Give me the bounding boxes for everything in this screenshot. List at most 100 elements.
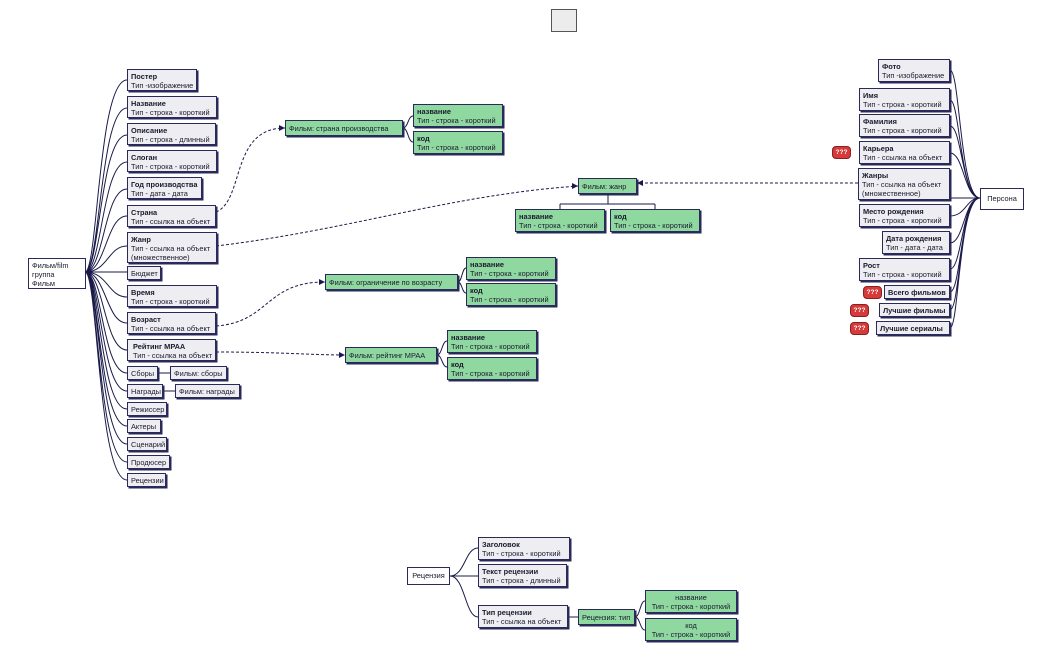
person-field-best-series[interactable]: Лучшие сериалы (876, 321, 950, 335)
person-field-career[interactable]: Карьера Тип - ссылка на объект (859, 141, 950, 164)
film-field-producer[interactable]: Продюсер (127, 455, 170, 469)
person-root[interactable]: Персона (980, 188, 1024, 210)
age-link (215, 281, 326, 327)
field-name: Карьера (863, 144, 894, 153)
person-field-total-films[interactable]: Всего фильмов (884, 285, 950, 299)
field-type: Тип - строка - короткий (417, 116, 496, 125)
country-arrow (279, 125, 285, 131)
film-field-title[interactable]: Название Тип - строка - короткий (127, 96, 217, 118)
field-name: код (685, 621, 697, 630)
age-node[interactable]: Фильм: ограничение по возрасту (325, 274, 458, 290)
field-name: название (519, 212, 554, 221)
review-root[interactable]: Рецензия (407, 567, 450, 585)
badge-career: ??? (832, 146, 851, 159)
film-field-budget[interactable]: Бюджет (127, 266, 161, 280)
field-type: Тип -изображение (131, 81, 194, 90)
age-connectors (457, 267, 467, 294)
person-field-photo[interactable]: Фото Тип -изображение (878, 59, 950, 82)
review-field-heading[interactable]: Заголовок Тип - строка - короткий (478, 537, 570, 560)
field-name: название (451, 333, 486, 342)
field-name: Название (131, 99, 166, 108)
genre-arrow (572, 183, 578, 189)
review-type-node[interactable]: Рецензия: тип (578, 609, 635, 625)
genre-field-name[interactable]: название Тип - строка - короткий (515, 209, 605, 232)
field-type: Тип - строка - короткий (131, 108, 210, 117)
film-field-age[interactable]: Возраст Тип - ссылка на объект (127, 312, 216, 334)
field-type: Тип - строка - короткий (614, 221, 693, 230)
person-field-height[interactable]: Рост Тип - строка - короткий (859, 258, 950, 281)
film-field-actors[interactable]: Актеры (127, 419, 161, 433)
person-genre-arrow (637, 180, 643, 186)
film-field-time[interactable]: Время Тип - строка - короткий (127, 285, 217, 307)
film-field-slogan[interactable]: Слоган Тип - строка - короткий (127, 150, 217, 172)
link-label: Фильм: награды (179, 387, 235, 396)
film-field-awards[interactable]: Награды (127, 384, 163, 398)
genre-connectors (559, 194, 656, 209)
film-root-line-1: Фильм/film (32, 261, 69, 270)
genre-field-code[interactable]: код Тип - строка - короткий (610, 209, 700, 232)
film-field-mpaa[interactable]: Рейтинг МРАА Тип - ссылка на объект (127, 339, 216, 361)
field-type: Тип - строка - короткий (519, 221, 598, 230)
field-name: код (451, 360, 464, 369)
field-type: Тип - ссылка на объект (482, 617, 562, 626)
film-root[interactable]: Фильм/film группа Фильм (28, 258, 86, 289)
review-field-type[interactable]: Тип рецензии Тип - ссылка на объект (478, 605, 568, 628)
field-name: Фамилия (863, 117, 897, 126)
country-field-code[interactable]: код Тип - строка - короткий (413, 131, 503, 154)
country-node[interactable]: Фильм: страна производства (285, 120, 403, 136)
country-field-name[interactable]: название Тип - строка - короткий (413, 104, 503, 127)
person-field-birthdate[interactable]: Дата рождения Тип - дата - дата (882, 231, 950, 254)
mpaa-field-code[interactable]: код Тип - строка - короткий (447, 357, 537, 380)
review-field-text[interactable]: Текст рецензии Тип - строка - длинный (478, 564, 567, 587)
country-link (215, 127, 286, 213)
mpaa-node[interactable]: Фильм: рейтинг МРАА (345, 347, 437, 363)
field-type: Тип - строка - короткий (131, 162, 210, 171)
field-type: Тип - ссылка на объект (133, 351, 213, 360)
review-type-field-name[interactable]: название Тип - строка - короткий (645, 590, 737, 613)
film-field-fees[interactable]: Сборы (127, 366, 158, 380)
person-field-first-name[interactable]: Имя Тип - строка - короткий (859, 88, 950, 111)
field-name: код (470, 286, 483, 295)
film-fees-link[interactable]: Фильм: сборы (170, 366, 227, 380)
genre-link (215, 185, 579, 247)
field-type: Тип - ссылка на объект (862, 180, 942, 189)
film-field-year[interactable]: Год производства Тип - дата - дата (127, 177, 202, 199)
film-field-country[interactable]: Страна Тип - ссылка на объект (127, 205, 216, 227)
film-field-reviews[interactable]: Рецензии (127, 473, 166, 487)
field-name: Режиссер (131, 405, 165, 414)
film-field-script[interactable]: Сценарий (127, 437, 167, 451)
film-field-poster[interactable]: Постер Тип -изображение (127, 69, 197, 91)
field-type-extra: (множественное) (131, 253, 190, 262)
field-name: Актеры (131, 422, 157, 431)
field-type: Тип -изображение (882, 71, 945, 80)
film-field-genre[interactable]: Жанр Тип - ссылка на объект (множественн… (127, 232, 217, 263)
review-type-field-code[interactable]: код Тип - строка - короткий (645, 618, 737, 641)
field-name: Слоган (131, 153, 158, 162)
field-name: код (614, 212, 627, 221)
person-field-birthplace[interactable]: Место рождения Тип - строка - короткий (859, 204, 950, 227)
field-type: Тип - строка - короткий (651, 630, 731, 639)
mpaa-field-name[interactable]: название Тип - строка - короткий (447, 330, 537, 353)
film-field-description[interactable]: Описание Тип - строка - длинный (127, 123, 216, 145)
field-type: Тип - ссылка на объект (863, 153, 943, 162)
field-name: Фото (882, 62, 901, 71)
film-field-director[interactable]: Режиссер (127, 402, 167, 416)
person-field-last-name[interactable]: Фамилия Тип - строка - короткий (859, 114, 950, 137)
field-type: Тип - ссылка на объект (131, 324, 211, 333)
field-name: Возраст (131, 315, 161, 324)
field-name: Текст рецензии (482, 567, 539, 576)
person-field-best-films[interactable]: Лучшие фильмы (879, 303, 950, 317)
field-type: Тип - строка - длинный (131, 135, 210, 144)
field-name: Рецензии (131, 476, 164, 485)
field-type: Тип - строка - короткий (651, 602, 731, 611)
genre-node[interactable]: Фильм: жанр (578, 178, 637, 194)
film-awards-link[interactable]: Фильм: награды (175, 384, 240, 398)
node-title: Фильм: рейтинг МРАА (349, 351, 426, 360)
mpaa-connectors (436, 340, 448, 368)
field-name: Время (131, 288, 155, 297)
person-field-genres[interactable]: Жанры Тип - ссылка на объект (множествен… (858, 168, 950, 200)
age-field-code[interactable]: код Тип - строка - короткий (466, 283, 556, 306)
age-field-name[interactable]: название Тип - строка - короткий (466, 257, 556, 280)
node-title: Рецензия (412, 571, 445, 580)
